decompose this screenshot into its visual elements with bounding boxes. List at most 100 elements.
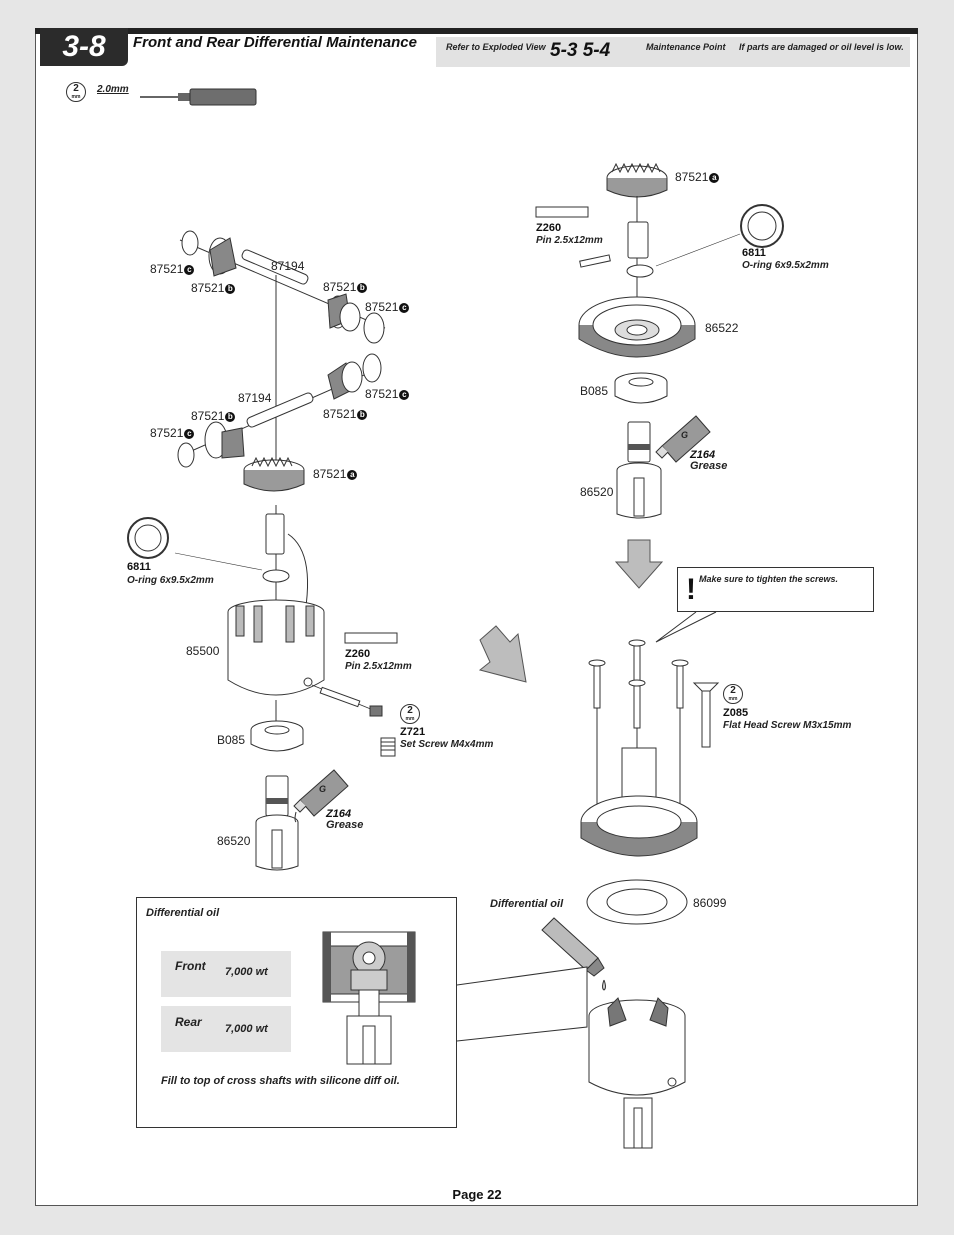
warning-text: Make sure to tighten the screws. (699, 574, 839, 584)
part-label: B085 (217, 733, 246, 747)
down-arrow-icon (614, 539, 664, 589)
reference-bar (436, 37, 910, 67)
screw-code: Z085 (723, 707, 749, 719)
tool-size-number: 2 (407, 705, 413, 716)
gear-letter-badge: b (357, 282, 368, 293)
gear-letter-badge: b (225, 283, 236, 294)
grease-desc: Grease (690, 460, 728, 472)
oil-row-position: Rear (175, 1015, 202, 1029)
pin-right-icon (535, 206, 589, 218)
grease-letter: G (681, 430, 689, 440)
part-label: 86520 (217, 834, 251, 848)
pin-code: Z260 (345, 648, 371, 660)
part-number: 87521 (150, 262, 184, 276)
oil-table-title: Differential oil (146, 907, 220, 919)
part-number: 87521 (323, 280, 357, 294)
tool-size-number: 2 (730, 685, 736, 696)
gear-letter-badge: c (399, 389, 410, 400)
outdrive-left-icon (255, 775, 299, 871)
part-label: 85500 (186, 644, 220, 658)
tool-label: 2.0mm (97, 84, 129, 95)
grease-desc: Grease (326, 819, 364, 831)
set-screw-desc: Set Screw M4x4mm (400, 739, 494, 750)
maintenance-label: Maintenance Point (646, 42, 726, 52)
o-ring-code: 6811 (127, 561, 151, 573)
side-gear-right-icon (579, 162, 741, 300)
tool-size-unit: mm (71, 94, 81, 100)
diff-oil-table: Differential oil Front 7,000 wt Rear 7,0… (136, 897, 457, 1128)
outdrive-right-icon (616, 421, 662, 519)
part-number: 87521 (675, 170, 709, 184)
part-label: 87194 (238, 391, 272, 405)
part-number: 87521 (150, 426, 184, 440)
hex-driver-icon (140, 88, 257, 106)
part-label: 86099 (693, 896, 727, 910)
pin-desc: Pin 2.5x12mm (536, 235, 603, 246)
header-rule (35, 28, 918, 34)
tool-size-number: 2 (73, 83, 79, 94)
o-ring-desc: O-ring 6x9.5x2mm (127, 575, 214, 586)
tool-size-unit: mm (405, 716, 415, 722)
warning-callout: ! Make sure to tighten the screws. (677, 567, 874, 612)
refer-steps: 5-3 5-4 (550, 40, 611, 61)
screws-icon (588, 639, 689, 815)
bearing-right-icon (614, 372, 668, 404)
grease-code: Z164 (690, 449, 716, 461)
cross-shaft-top-icon (179, 230, 386, 344)
gasket-icon (586, 879, 688, 925)
diff-case-right-icon (588, 997, 686, 1149)
refer-label: Refer to Exploded View (446, 42, 546, 52)
oil-row-front: Front 7,000 wt (161, 951, 291, 997)
pin-desc: Pin 2.5x12mm (345, 661, 412, 672)
flat-head-screw-icon (692, 682, 720, 748)
grease-code: Z164 (326, 808, 352, 820)
bearing-left-icon (250, 700, 304, 752)
oil-row-position: Front (175, 959, 206, 973)
o-ring-code: 6811 (742, 247, 766, 259)
part-number: 87521 (313, 467, 347, 481)
grease-tube-right-icon (655, 415, 711, 463)
diagonal-arrow-icon (478, 625, 527, 683)
gear-letter-badge: a (347, 469, 358, 480)
oil-bottle-icon (541, 917, 606, 991)
oil-fill-note: Fill to top of cross shafts with silicon… (161, 1075, 400, 1087)
side-gear-left-icon (243, 456, 305, 555)
assembled-ring-gear-icon (580, 747, 698, 857)
part-label: 86520 (580, 485, 614, 499)
gear-letter-badge: b (225, 411, 236, 422)
page-number: Page 22 (452, 1187, 502, 1202)
gear-letter-badge: c (399, 302, 410, 313)
tool-size-unit: mm (728, 696, 738, 702)
screw-desc: Flat Head Screw M3x15mm (723, 720, 852, 731)
oil-row-value: 7,000 wt (225, 966, 268, 978)
cross-shaft-mid-icon (177, 353, 382, 468)
set-screw-icon (380, 737, 396, 757)
pin-code: Z260 (536, 222, 562, 234)
part-number: 87521 (191, 281, 225, 295)
diff-case-left-icon (227, 599, 383, 717)
step-number-badge: 3-8 (40, 28, 128, 66)
part-number: 87521 (365, 300, 399, 314)
set-screw-code: Z721 (400, 726, 426, 738)
part-label: B085 (580, 384, 609, 398)
o-ring-desc: O-ring 6x9.5x2mm (742, 260, 829, 271)
gear-letter-badge: b (357, 409, 368, 420)
exclamation-icon: ! (686, 573, 696, 606)
oil-callout-pointer (456, 966, 588, 1042)
o-ring-right-icon (740, 204, 784, 248)
oil-row-rear: Rear 7,000 wt (161, 1006, 291, 1052)
part-label: 86522 (705, 321, 739, 335)
